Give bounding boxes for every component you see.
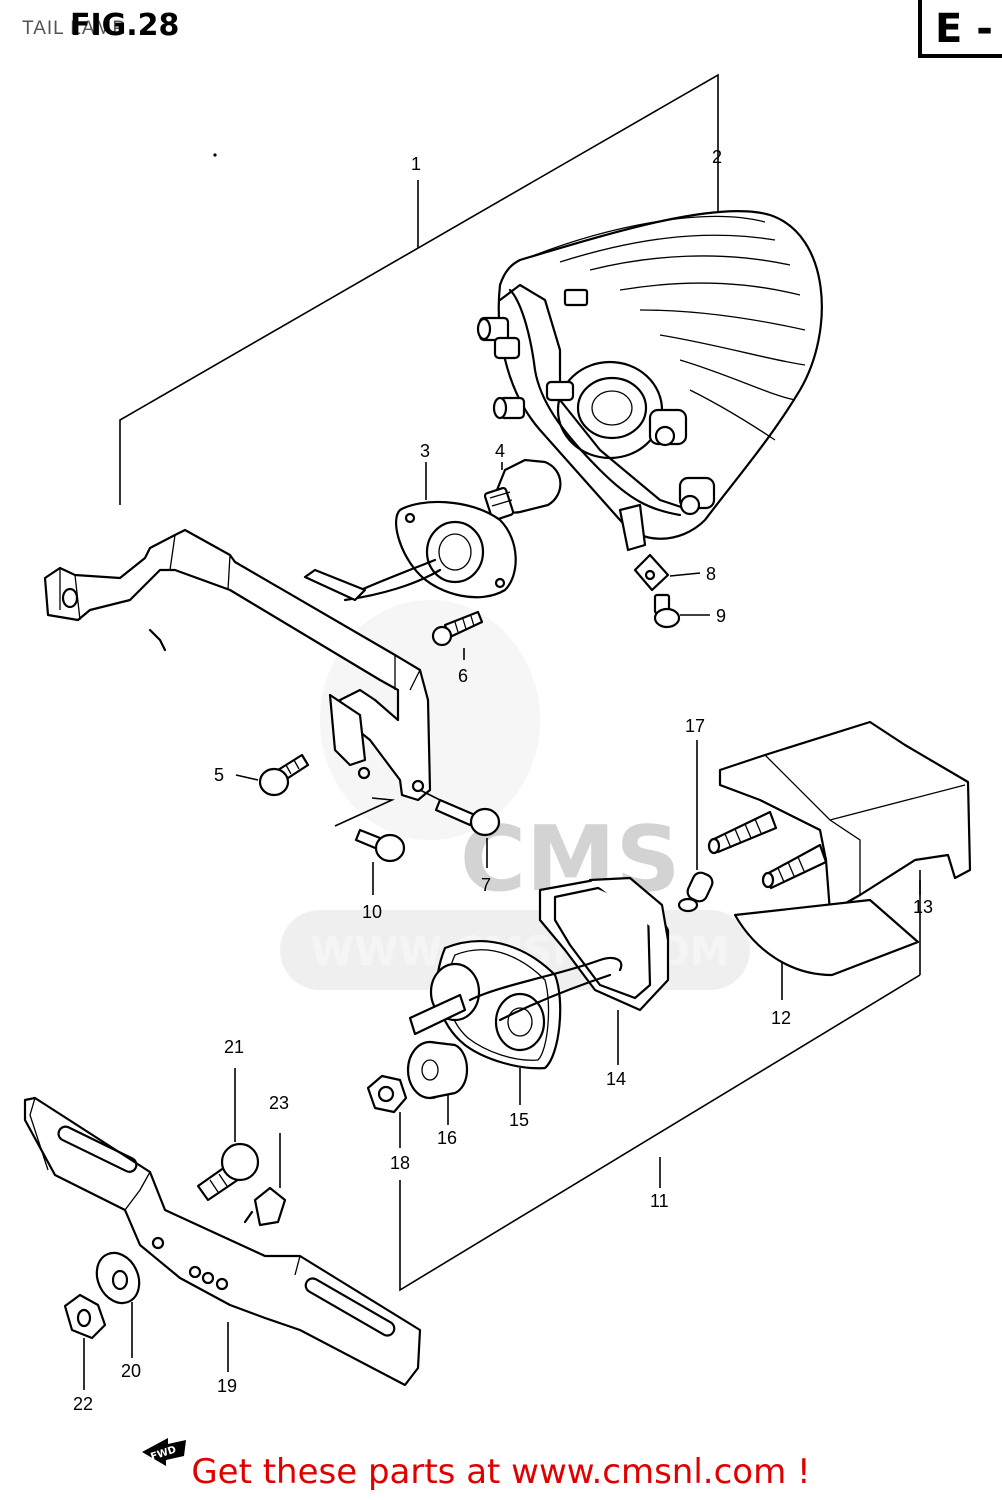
- clip-23: [243, 1186, 287, 1227]
- callout-12: 12: [771, 1008, 791, 1028]
- bulb-17: [677, 871, 714, 913]
- clip-8: [633, 553, 670, 592]
- page-title: TAIL LAMP: [22, 18, 127, 39]
- assembly-lines: [119, 73, 921, 1292]
- plate-bracket-19: [23, 1096, 422, 1387]
- nut-18: [366, 1074, 408, 1114]
- callout-3: 3: [420, 441, 430, 461]
- callout-7: 7: [481, 875, 491, 895]
- callout-9: 9: [716, 606, 726, 626]
- callout-22: 22: [73, 1394, 93, 1414]
- section-box: [918, 0, 1002, 58]
- gasket-14: [538, 876, 670, 1012]
- callout-4: 4: [495, 441, 505, 461]
- callout-numbers: 1 2 3 4 5 6 7 8 9 10 11 12 13 14 15 16 1…: [73, 147, 933, 1414]
- grommet-16: [406, 1040, 469, 1100]
- callout-10: 10: [362, 902, 382, 922]
- socket: [303, 500, 517, 602]
- lens-12: [733, 898, 920, 977]
- light-housing: [707, 720, 972, 914]
- socket-plate-15: [408, 940, 623, 1070]
- footer-link[interactable]: Get these parts at www.cmsnl.com !: [191, 1452, 811, 1492]
- screw-7: [434, 798, 501, 837]
- callout-1: 1: [411, 154, 421, 174]
- washer-20: [95, 1251, 141, 1305]
- callout-13: 13: [913, 897, 933, 917]
- callout-8: 8: [706, 564, 716, 584]
- callout-23: 23: [269, 1093, 289, 1113]
- screw-9: [653, 593, 681, 629]
- callout-21: 21: [224, 1037, 244, 1057]
- bolt-21: [196, 1142, 260, 1202]
- lamp-lens-housing: [476, 209, 823, 552]
- callout-11: 11: [650, 1191, 669, 1211]
- nut-22: [63, 1293, 107, 1340]
- callout-2: 2: [712, 147, 722, 167]
- figure-label: FIG.28: [70, 8, 180, 43]
- callout-19: 19: [217, 1376, 237, 1396]
- callout-5: 5: [214, 765, 224, 785]
- callout-18: 18: [390, 1153, 410, 1173]
- fwd-arrow-icon: FWD: [142, 1438, 186, 1466]
- screw-10: [354, 828, 406, 863]
- lamp-bracket: [43, 528, 432, 802]
- callout-15: 15: [509, 1110, 529, 1130]
- screw-6: [431, 610, 484, 647]
- callout-20: 20: [121, 1361, 141, 1381]
- callout-16: 16: [437, 1128, 457, 1148]
- callout-17: 17: [685, 716, 705, 736]
- section-code: E -: [935, 6, 993, 52]
- callout-14: 14: [606, 1069, 626, 1089]
- screw-5: [258, 753, 310, 797]
- bulb: [483, 458, 562, 522]
- callout-6: 6: [458, 666, 468, 686]
